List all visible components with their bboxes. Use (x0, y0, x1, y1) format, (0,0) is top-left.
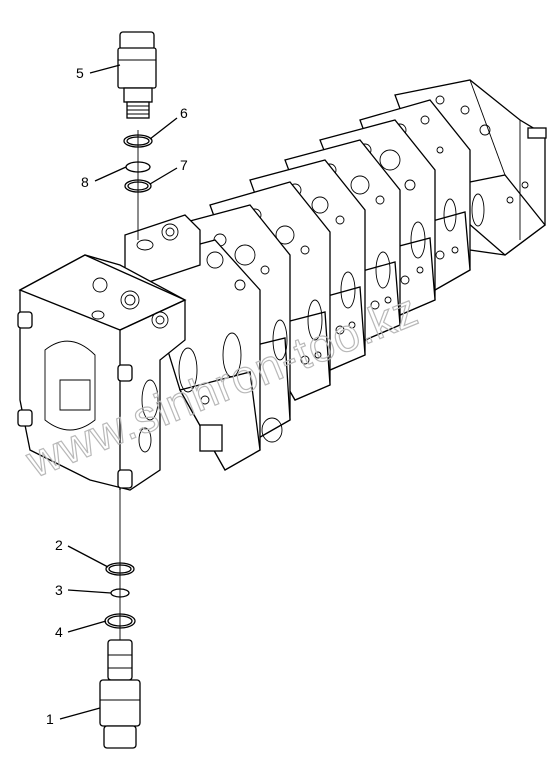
callout-4: 4 (55, 624, 63, 640)
callout-8: 8 (81, 174, 89, 190)
control-valve-body (17, 79, 547, 491)
leader-lines (59, 64, 178, 720)
callout-2: 2 (55, 537, 63, 553)
callout-6: 6 (180, 105, 188, 121)
upper-cartridge-assembly (117, 31, 157, 240)
callout-1: 1 (46, 711, 54, 727)
callout-labels: 5 6 7 8 2 3 4 1 (46, 65, 188, 727)
lower-cartridge-assembly (99, 490, 141, 749)
callout-7: 7 (180, 157, 188, 173)
callout-3: 3 (55, 582, 63, 598)
callout-5: 5 (76, 65, 84, 81)
